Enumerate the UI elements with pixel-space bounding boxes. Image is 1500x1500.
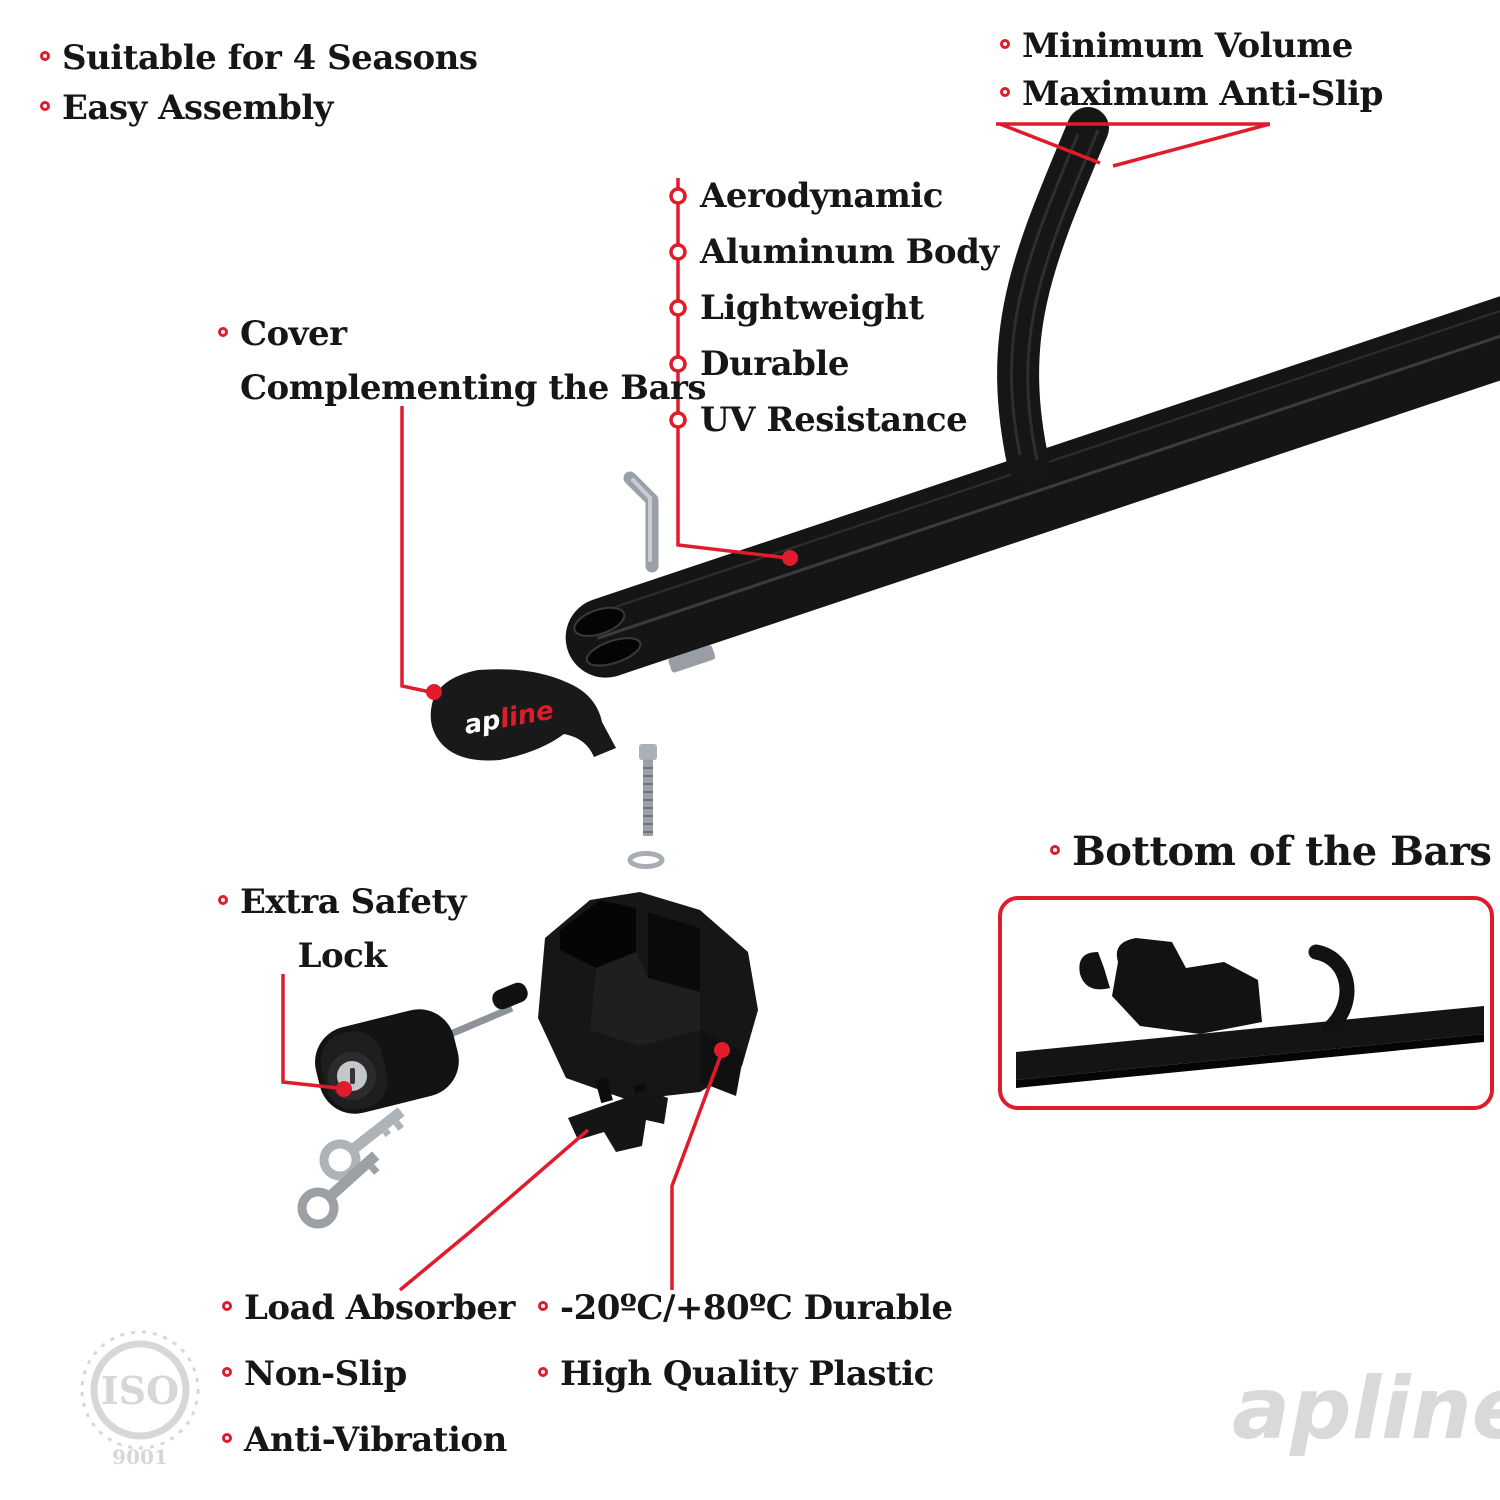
label-aerodynamic: Aerodynamic	[700, 176, 943, 216]
bullet-icon	[40, 51, 50, 61]
label-text: Extra Safety	[240, 882, 466, 922]
callout-dots	[336, 550, 798, 1097]
label-high-quality-plastic: High Quality Plastic	[538, 1350, 934, 1398]
bullet-icon	[222, 1367, 232, 1377]
keys-icon	[297, 1107, 405, 1229]
label-minimum-volume: Minimum Volume	[1000, 22, 1353, 70]
label-suitable-4-seasons: Suitable for 4 Seasons	[40, 34, 478, 82]
cover-logo-ap: ap	[462, 705, 503, 741]
label-complementing-bars: Complementing the Bars	[240, 368, 707, 408]
label-durable: Durable	[700, 344, 849, 384]
bullet-icon	[538, 1367, 548, 1377]
label-text: Minimum Volume	[1022, 26, 1353, 66]
rubber-strip	[997, 107, 1109, 483]
iso-badge: ISO 9001	[80, 1330, 200, 1469]
label-text: Easy Assembly	[62, 88, 333, 128]
label-cover: Cover	[218, 310, 347, 358]
iso-label: ISO	[101, 1368, 179, 1413]
load-absorber-part	[568, 1076, 668, 1152]
t-slot-nut	[668, 645, 716, 673]
safety-lock	[315, 982, 528, 1114]
label-text: Suitable for 4 Seasons	[62, 38, 478, 78]
label-text: Cover	[240, 314, 347, 354]
label-text: -20ºC/+80ºC Durable	[560, 1288, 953, 1328]
bullet-icon	[1050, 845, 1060, 855]
bullet-icon	[222, 1433, 232, 1443]
label-non-slip: Non-Slip	[222, 1350, 407, 1398]
label-text: High Quality Plastic	[560, 1354, 934, 1394]
label-text: Anti-Vibration	[244, 1420, 507, 1460]
label-temperature-durable: -20ºC/+80ºC Durable	[538, 1284, 953, 1332]
label-maximum-anti-slip: Maximum Anti-Slip	[1000, 70, 1383, 118]
bar-end-slot-bottom	[585, 637, 642, 667]
foot-clamp	[538, 892, 758, 1100]
bullet-icon	[538, 1301, 548, 1311]
label-bottom-of-bars: Bottom of the Bars	[1050, 826, 1492, 878]
label-uv-resistance: UV Resistance	[700, 400, 968, 440]
bullet-icon	[40, 101, 50, 111]
allen-key-icon	[623, 471, 659, 573]
iso-number: 9001	[112, 1445, 168, 1469]
feature-list-bullets	[669, 187, 687, 429]
bullet-icon	[1000, 39, 1010, 49]
label-easy-assembly: Easy Assembly	[40, 84, 333, 132]
label-lightweight: Lightweight	[700, 288, 924, 328]
washer-icon	[627, 851, 665, 869]
label-text: Maximum Anti-Slip	[1022, 74, 1383, 114]
label-text: Bottom of the Bars	[1072, 828, 1492, 875]
label-load-absorber: Load Absorber	[222, 1284, 515, 1332]
label-lock: Lock	[297, 936, 387, 976]
bullet-icon	[218, 327, 228, 337]
label-text: Load Absorber	[244, 1288, 515, 1328]
brand-watermark: apline	[1232, 1359, 1500, 1459]
label-text: Non-Slip	[244, 1354, 407, 1394]
label-aluminum-body: Aluminum Body	[700, 232, 999, 272]
bar-end-slot-top	[573, 606, 626, 637]
bullet-icon	[222, 1301, 232, 1311]
label-extra-safety: Extra Safety	[218, 878, 466, 926]
label-anti-vibration: Anti-Vibration	[222, 1416, 507, 1464]
bullet-icon	[218, 895, 228, 905]
bullet-icon	[1000, 87, 1010, 97]
bar-cover: apline	[430, 669, 616, 761]
bottom-of-bars-inset	[998, 896, 1494, 1110]
bolt-icon	[639, 744, 657, 836]
